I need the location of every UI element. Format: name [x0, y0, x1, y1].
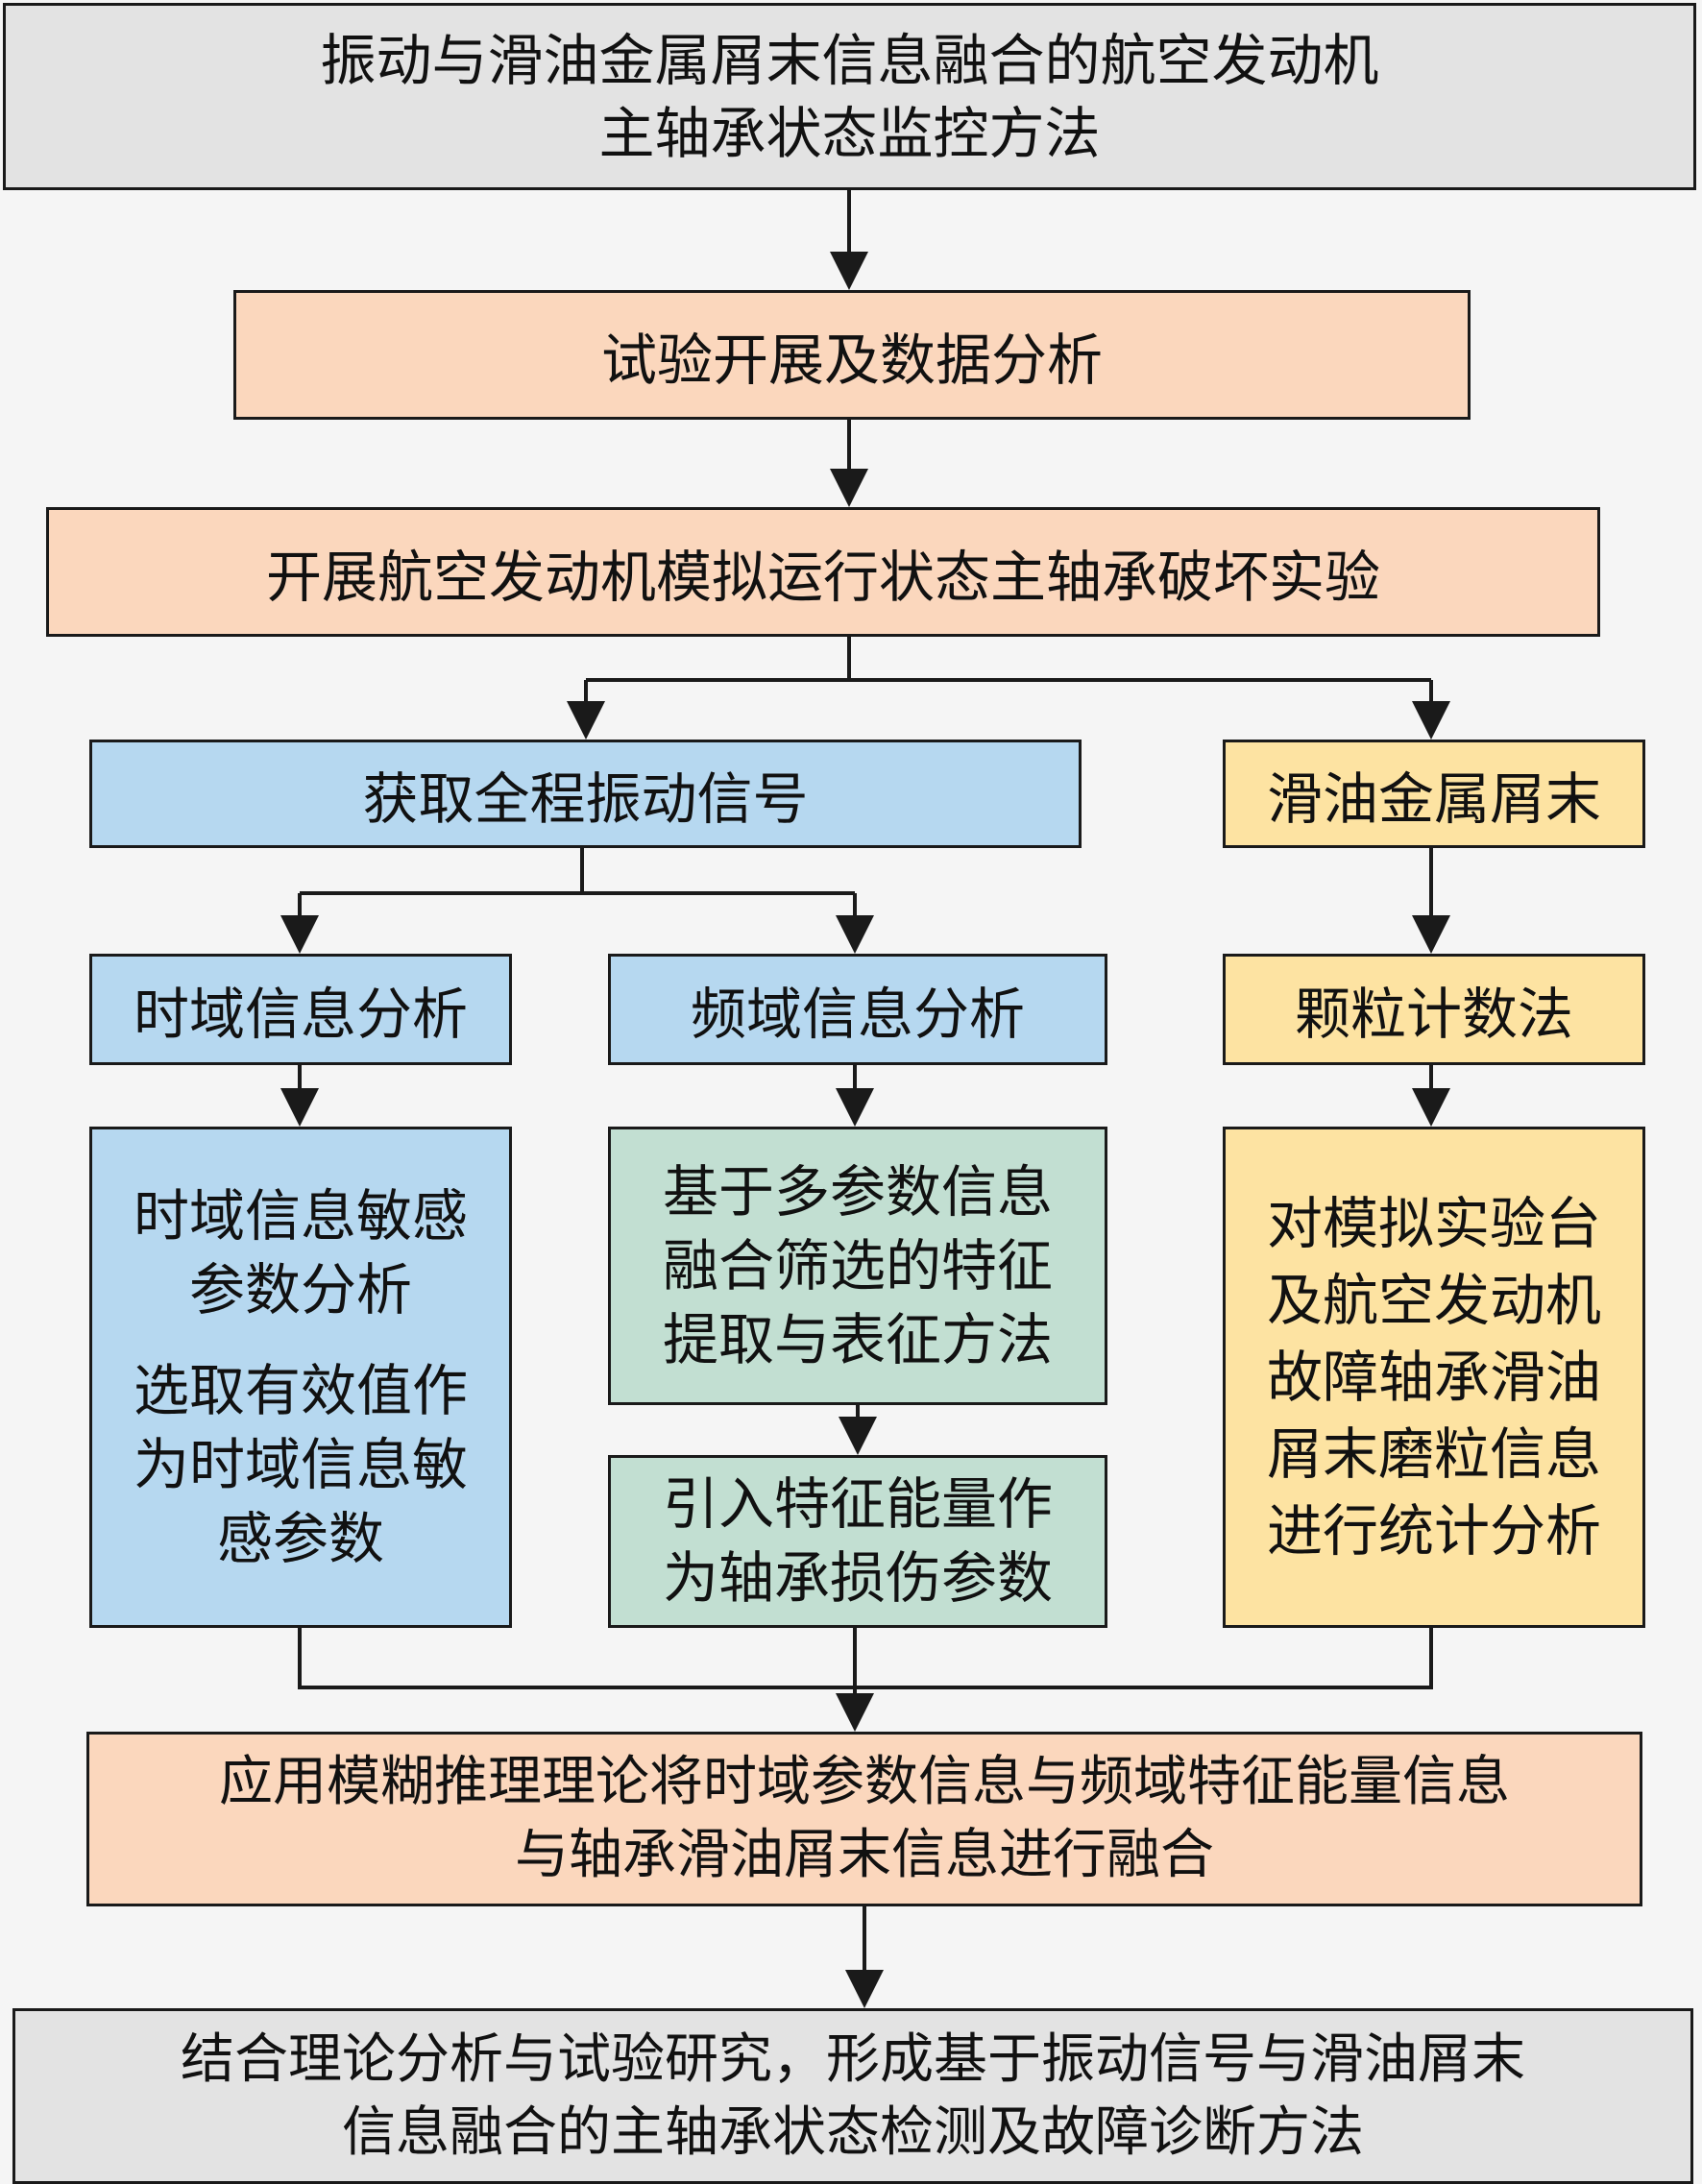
time-sensitive-line-5: 感参数: [216, 1505, 384, 1571]
frequency-domain-node: 频域信息分析: [608, 954, 1107, 1065]
conclusion-line-1: 结合理论分析与试验研究，形成基于振动信号与滑油屑末: [181, 2027, 1525, 2091]
time-domain-node: 时域信息分析: [89, 954, 512, 1065]
branch-test-split: [586, 637, 851, 682]
time-sensitive-line-2: 参数分析: [188, 1256, 412, 1323]
title-line-2: 主轴承状态监控方法: [598, 100, 1101, 166]
destructive-test-label: 开展航空发动机模拟运行状态主轴承破坏实验: [265, 544, 1380, 610]
fuzzy-fusion-line-2: 与轴承滑油屑末信息进行融合: [515, 1824, 1214, 1886]
vibration-signal-node: 获取全程振动信号: [89, 740, 1082, 848]
feature-method-line-1: 基于多参数信息: [662, 1158, 1053, 1225]
time-sensitive-node: 时域信息敏感 参数分析 选取有效值作 为时域信息敏 感参数: [89, 1127, 512, 1628]
title-node: 振动与滑油金属屑末信息融合的航空发动机 主轴承状态监控方法: [3, 3, 1696, 190]
branch-vibration-split: [300, 848, 584, 895]
destructive-test-node: 开展航空发动机模拟运行状态主轴承破坏实验: [46, 507, 1600, 637]
title-line-1: 振动与滑油金属屑末信息融合的航空发动机: [320, 27, 1379, 93]
feature-method-node: 基于多参数信息 融合筛选的特征 提取与表征方法: [608, 1127, 1107, 1405]
statistics-line-1: 对模拟实验台: [1266, 1191, 1601, 1256]
experiment-label: 试验开展及数据分析: [600, 327, 1103, 393]
feature-method-line-3: 提取与表征方法: [662, 1306, 1053, 1372]
feature-method-line-2: 融合筛选的特征: [662, 1232, 1053, 1298]
oil-debris-node: 滑油金属屑末: [1223, 740, 1645, 848]
statistics-node: 对模拟实验台 及航空发动机 故障轴承滑油 屑末磨粒信息 进行统计分析: [1223, 1127, 1645, 1628]
particle-count-label: 颗粒计数法: [1294, 982, 1573, 1047]
feature-energy-line-2: 为轴承损伤参数: [662, 1545, 1053, 1611]
fuzzy-fusion-node: 应用模糊推理理论将时域参数信息与频域特征能量信息 与轴承滑油屑末信息进行融合: [86, 1732, 1642, 1906]
vibration-signal-label: 获取全程振动信号: [362, 765, 809, 832]
oil-debris-label: 滑油金属屑末: [1266, 765, 1601, 832]
statistics-line-2: 及航空发动机: [1266, 1268, 1601, 1333]
time-domain-label: 时域信息分析: [133, 982, 468, 1047]
experiment-node: 试验开展及数据分析: [233, 290, 1471, 420]
time-sensitive-line-3: 选取有效值作: [133, 1357, 468, 1423]
feature-energy-line-1: 引入特征能量作: [662, 1471, 1053, 1537]
statistics-line-4: 屑末磨粒信息: [1266, 1421, 1601, 1487]
frequency-domain-label: 频域信息分析: [690, 982, 1025, 1047]
time-sensitive-line-1: 时域信息敏感: [133, 1182, 468, 1249]
statistics-line-5: 进行统计分析: [1266, 1498, 1601, 1564]
fuzzy-fusion-line-1: 应用模糊推理理论将时域参数信息与频域特征能量信息: [219, 1751, 1510, 1813]
statistics-line-3: 故障轴承滑油: [1266, 1345, 1601, 1410]
merge-left: [298, 1628, 1433, 1689]
time-sensitive-line-4: 为时域信息敏: [133, 1431, 468, 1497]
feature-energy-node: 引入特征能量作 为轴承损伤参数: [608, 1455, 1107, 1628]
conclusion-line-2: 信息融合的主轴承状态检测及故障诊断方法: [342, 2100, 1364, 2164]
conclusion-node: 结合理论分析与试验研究，形成基于振动信号与滑油屑末 信息融合的主轴承状态检测及故…: [12, 2008, 1693, 2184]
particle-count-node: 颗粒计数法: [1223, 954, 1645, 1065]
